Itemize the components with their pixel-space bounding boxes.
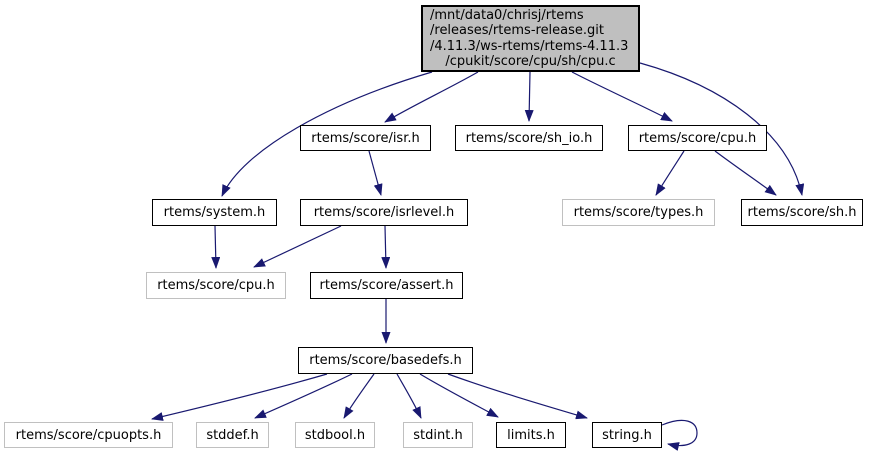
edge-isrlevel-h-to-assert-h xyxy=(381,225,391,269)
graph-node-label: string.h xyxy=(602,427,652,443)
graph-node-limits-h[interactable]: limits.h xyxy=(496,422,566,448)
edge-root-to-sh-h xyxy=(639,62,805,196)
graph-node-label: /4.11.3/ws-rtems/rtems-4.11.3 xyxy=(430,38,629,54)
graph-node-assert-h[interactable]: rtems/score/assert.h xyxy=(310,272,463,299)
graph-node-cpu-h-top[interactable]: rtems/score/cpu.h xyxy=(628,125,767,151)
graph-node-label: rtems/score/cpuopts.h xyxy=(15,427,162,443)
edge-root-to-isr-h xyxy=(384,71,479,123)
graph-node-cpu-h-mid: rtems/score/cpu.h xyxy=(146,272,286,299)
graph-node-root: /mnt/data0/chrisj/rtems/releases/rtems-r… xyxy=(421,5,640,72)
edge-cpu-h-top-to-sh-h xyxy=(714,150,777,196)
graph-node-isrlevel-h[interactable]: rtems/score/isrlevel.h xyxy=(300,199,468,226)
graph-node-stddef-h: stddef.h xyxy=(196,422,269,448)
edges-group xyxy=(151,62,805,451)
graph-node-label: rtems/score/assert.h xyxy=(319,278,454,293)
graph-node-label: /mnt/data0/chrisj/rtems xyxy=(430,7,584,23)
graph-node-string-h[interactable]: string.h xyxy=(592,422,662,448)
edge-root-to-cpu-h-top xyxy=(571,71,673,122)
edge-isr-h-to-isrlevel-h xyxy=(368,150,383,196)
edge-basedefs-h-to-cpuopts-h xyxy=(151,373,328,421)
graph-node-cpuopts-h: rtems/score/cpuopts.h xyxy=(4,422,173,448)
graph-node-label: rtems/score/cpu.h xyxy=(638,130,757,146)
graph-node-basedefs-h[interactable]: rtems/score/basedefs.h xyxy=(298,347,473,374)
graph-node-label: rtems/score/isrlevel.h xyxy=(313,205,455,220)
graph-node-label: rtems/score/sh.h xyxy=(747,205,857,220)
graph-node-sh-h[interactable]: rtems/score/sh.h xyxy=(741,199,863,226)
graph-node-label: rtems/score/types.h xyxy=(573,205,704,220)
edge-cpu-h-top-to-types-h xyxy=(655,150,685,196)
graph-node-types-h: rtems/score/types.h xyxy=(562,199,715,226)
edge-basedefs-h-to-limits-h xyxy=(419,373,499,418)
edge-system-h-to-cpu-h-mid xyxy=(211,225,221,269)
graph-node-label: stdbool.h xyxy=(304,427,366,443)
graph-node-label: rtems/score/cpu.h xyxy=(157,278,275,293)
graph-node-label: limits.h xyxy=(507,427,555,443)
edge-basedefs-h-to-stdint-h xyxy=(396,373,422,419)
graph-node-label: rtems/score/isr.h xyxy=(311,130,420,146)
graph-node-stdbool-h: stdbool.h xyxy=(295,422,375,448)
edge-basedefs-h-to-string-h xyxy=(447,373,588,420)
graph-node-label: stddef.h xyxy=(206,427,259,443)
graph-node-label: rtems/score/sh_io.h xyxy=(465,130,593,146)
graph-node-label: /releases/rtems-release.git xyxy=(430,23,605,38)
edge-isrlevel-h-to-cpu-h-mid xyxy=(253,225,342,268)
edge-basedefs-h-to-stddef-h xyxy=(254,373,353,419)
graph-node-label: rtems/score/basedefs.h xyxy=(309,353,462,368)
graph-node-label: stdint.h xyxy=(413,427,463,443)
edge-basedefs-h-to-stdbool-h xyxy=(343,373,375,419)
graph-node-label: rtems/system.h xyxy=(163,205,266,220)
graph-node-sh-io-h[interactable]: rtems/score/sh_io.h xyxy=(455,125,603,151)
graph-node-label: /cpukit/score/cpu/sh/cpu.c xyxy=(445,54,616,69)
edge-root-to-system-h xyxy=(221,71,433,197)
edge-string-h-to-string-h xyxy=(661,419,698,451)
graph-node-system-h[interactable]: rtems/system.h xyxy=(152,199,277,226)
graph-node-stdint-h: stdint.h xyxy=(403,422,473,448)
edge-root-to-sh-io-h xyxy=(524,71,534,122)
graph-node-isr-h[interactable]: rtems/score/isr.h xyxy=(300,125,431,151)
